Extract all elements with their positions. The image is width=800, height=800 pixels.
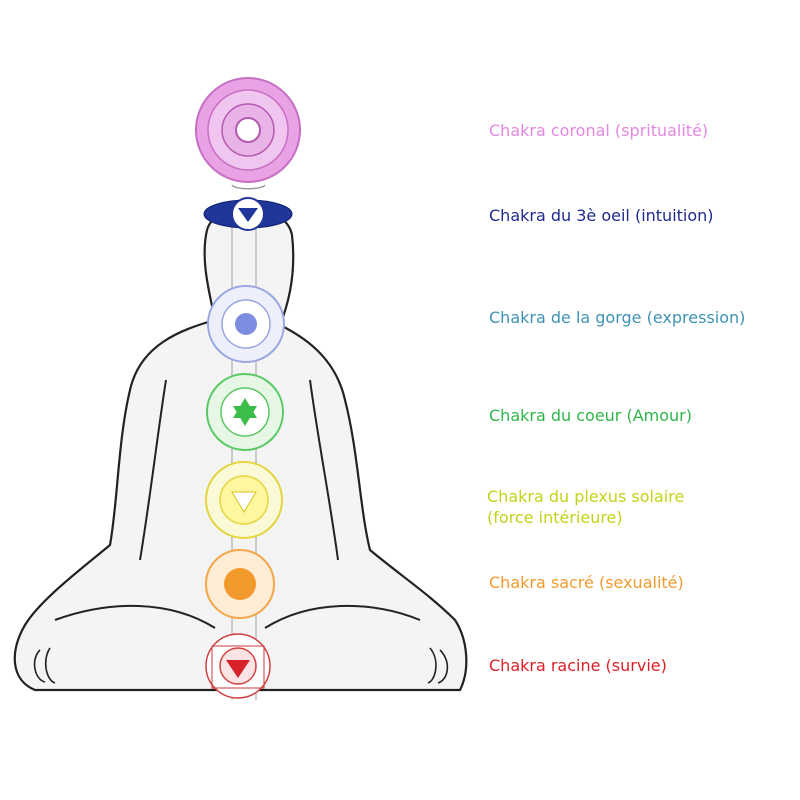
crown-chakra — [195, 77, 301, 190]
crown-chakra-label: Chakra coronal (spritualité) — [489, 121, 709, 140]
right-leg-line — [264, 604, 421, 629]
root-chakra-label: Chakra racine (survie) — [489, 656, 667, 675]
left-arm-line — [139, 379, 167, 561]
third-eye-chakra — [203, 197, 293, 231]
root-chakra — [205, 633, 271, 699]
throat-chakra — [207, 285, 285, 363]
left-hand — [33, 647, 56, 684]
throat-chakra-label: Chakra de la gorge (expression) — [489, 308, 746, 327]
heart-chakra — [206, 373, 284, 451]
solar-plexus-label-line-2: (force intérieure) — [487, 508, 623, 527]
third-eye-chakra-label: Chakra du 3è oeil (intuition) — [489, 206, 714, 225]
solar-plexus-chakra-label: Chakra du plexus solaire (force intérieu… — [487, 486, 684, 528]
left-leg-line — [54, 604, 216, 629]
heart-chakra-label: Chakra du coeur (Amour) — [489, 406, 692, 425]
solar-plexus-label-line-1: Chakra du plexus solaire — [487, 487, 685, 506]
sacral-chakra — [205, 549, 275, 619]
right-arm-line — [309, 379, 339, 561]
sacral-chakra-label: Chakra sacré (sexualité) — [489, 573, 684, 592]
right-hand — [427, 647, 449, 684]
solar-plexus-chakra — [205, 461, 283, 539]
